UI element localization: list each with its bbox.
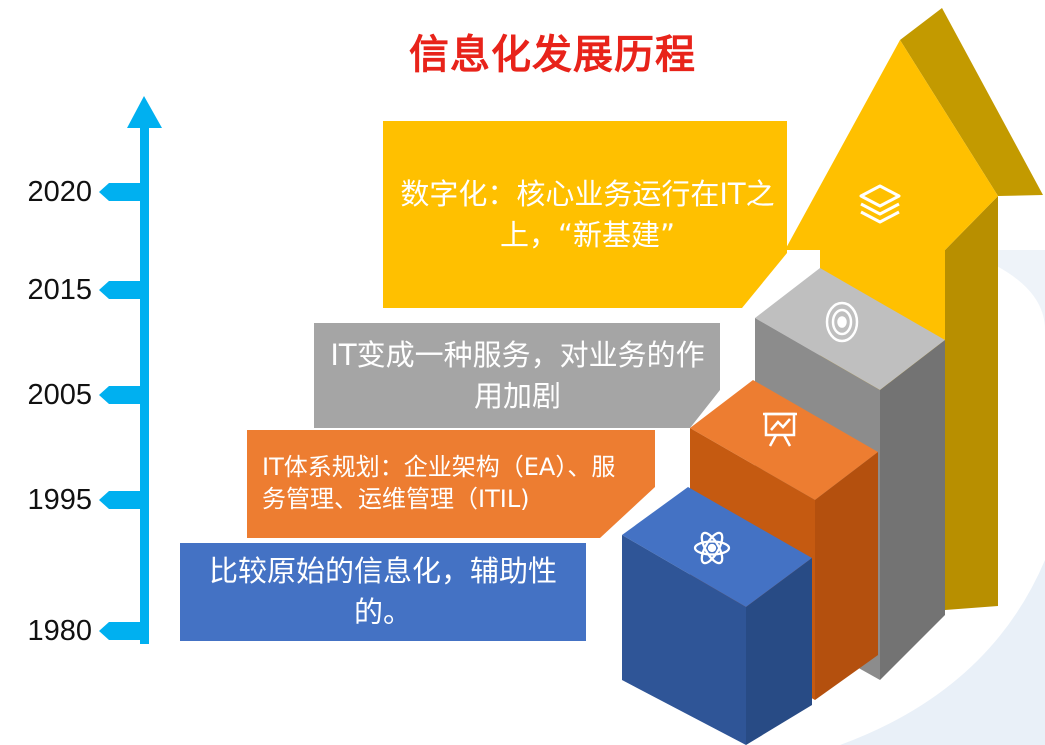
- blue-block-right: [746, 558, 812, 745]
- arrow-shaft-side: [945, 196, 998, 610]
- blue-block-top: [622, 487, 812, 607]
- background-swoosh: [840, 560, 1045, 745]
- year-marker: [99, 281, 140, 299]
- timeline-line: [140, 126, 149, 644]
- target-icon: [825, 301, 859, 343]
- stage-label-it-planning: IT体系规划：企业架构（EA）、服务管理、运维管理（ITIL): [262, 453, 616, 513]
- year-marker: [99, 491, 140, 509]
- stage-box-digitalization: [383, 121, 787, 308]
- timeline-arrow-up-icon: [127, 96, 162, 128]
- year-label: 2015: [27, 274, 92, 306]
- stage-box-early-informatization: [180, 543, 586, 641]
- stage-box-it-service: [314, 323, 720, 428]
- year-marker: [99, 386, 140, 404]
- year-marker: [99, 622, 140, 640]
- stage-label-early-informatization: 比较原始的信息化，辅助性的。: [208, 553, 557, 629]
- stage-label-digitalization: 数字化：核心业务运行在IT之上，“新基建”: [400, 176, 775, 252]
- page-title: 信息化发展历程: [409, 32, 696, 78]
- year-marker: [99, 183, 140, 201]
- stage-label-it-service: IT变成一种服务，对业务的作用加剧: [330, 337, 705, 413]
- gray-block-right: [880, 340, 945, 680]
- presentation-board-icon: [763, 412, 797, 447]
- year-label: 2020: [27, 176, 92, 208]
- year-label: 2005: [27, 379, 92, 411]
- year-label: 1980: [27, 615, 92, 647]
- year-label: 1995: [27, 484, 92, 516]
- layers-icon: [859, 184, 901, 224]
- blue-block-left: [622, 535, 746, 745]
- arrow-head-side: [900, 8, 1043, 196]
- timeline-axis: [99, 96, 162, 644]
- orange-block-top: [690, 380, 878, 500]
- atom-icon: [693, 531, 731, 565]
- stage-box-it-planning: [247, 430, 655, 538]
- orange-block-right: [815, 452, 878, 700]
- background-swoosh: [960, 250, 1045, 330]
- year-markers: [99, 183, 140, 640]
- blue-step-block: [622, 487, 812, 745]
